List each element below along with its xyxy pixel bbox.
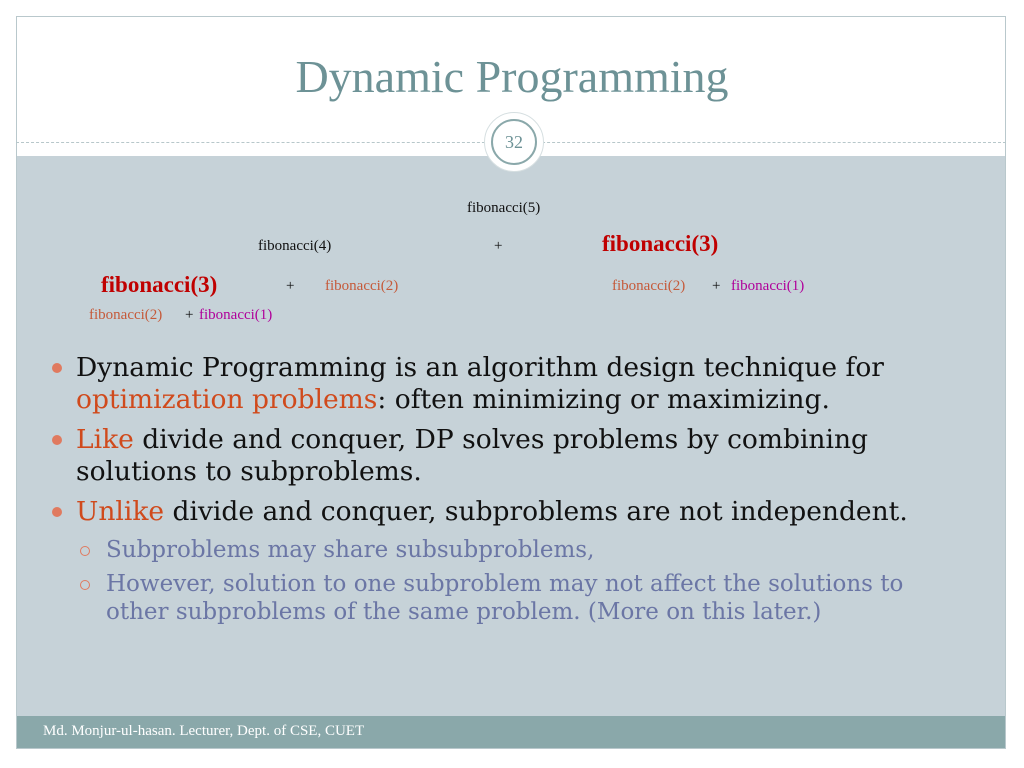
bullet-item: Dynamic Programming is an algorithm desi… bbox=[50, 352, 970, 416]
tree-l1-right: fibonacci(3) bbox=[602, 231, 719, 256]
tree-l1-plus: + bbox=[494, 238, 503, 254]
bullet-accent: optimization problems bbox=[76, 384, 378, 415]
bullet-ring-icon bbox=[80, 546, 90, 556]
page-number: 32 bbox=[491, 119, 537, 165]
tree-l2-plus-b: + bbox=[712, 278, 721, 294]
footer-bar: Md. Monjur-ul-hasan. Lecturer, Dept. of … bbox=[17, 716, 1005, 748]
bullet-accent: Unlike bbox=[76, 496, 165, 527]
tree-l1-left: fibonacci(4) bbox=[258, 238, 332, 254]
bullet-text: : often minimizing or maximizing. bbox=[377, 384, 830, 415]
bullet-accent: Like bbox=[76, 424, 134, 455]
bullet-ring-icon bbox=[80, 580, 90, 590]
bullet-dot-icon bbox=[52, 363, 62, 373]
content-area bbox=[17, 156, 1005, 716]
bullet-text: Dynamic Programming is an algorithm desi… bbox=[76, 352, 884, 383]
bullet-text: divide and conquer, DP solves problems b… bbox=[76, 424, 868, 487]
footer-text: Md. Monjur-ul-hasan. Lecturer, Dept. of … bbox=[43, 723, 365, 739]
page-number-badge: 32 bbox=[484, 112, 544, 172]
tree-l2-left-f2: fibonacci(2) bbox=[325, 278, 399, 294]
bullet-dot-icon bbox=[52, 435, 62, 445]
sub-bullet-text: However, solution to one subproblem may … bbox=[106, 571, 904, 625]
sub-bullet-text: Subproblems may share subsubproblems, bbox=[106, 537, 595, 563]
tree-l3-plus: + bbox=[185, 307, 194, 323]
bullet-item: Unlike divide and conquer, subproblems a… bbox=[50, 496, 970, 528]
bullet-list: Dynamic Programming is an algorithm desi… bbox=[50, 352, 970, 632]
bullet-dot-icon bbox=[52, 507, 62, 517]
slide-title: Dynamic Programming bbox=[295, 51, 729, 102]
tree-root: fibonacci(5) bbox=[467, 200, 541, 216]
sub-bullet-item: However, solution to one subproblem may … bbox=[50, 570, 970, 626]
tree-l2-right-f2: fibonacci(2) bbox=[612, 278, 686, 294]
tree-l2-right-f1: fibonacci(1) bbox=[731, 278, 805, 294]
bullet-text: divide and conquer, subproblems are not … bbox=[164, 496, 908, 527]
tree-l3-f1: fibonacci(1) bbox=[199, 307, 273, 323]
sub-bullet-item: Subproblems may share subsubproblems, bbox=[50, 536, 970, 564]
tree-l2-plus-a: + bbox=[286, 278, 295, 294]
tree-l3-f2: fibonacci(2) bbox=[89, 307, 163, 323]
tree-l2-left-repeated: fibonacci(3) bbox=[101, 272, 218, 297]
bullet-item: Like divide and conquer, DP solves probl… bbox=[50, 424, 970, 488]
